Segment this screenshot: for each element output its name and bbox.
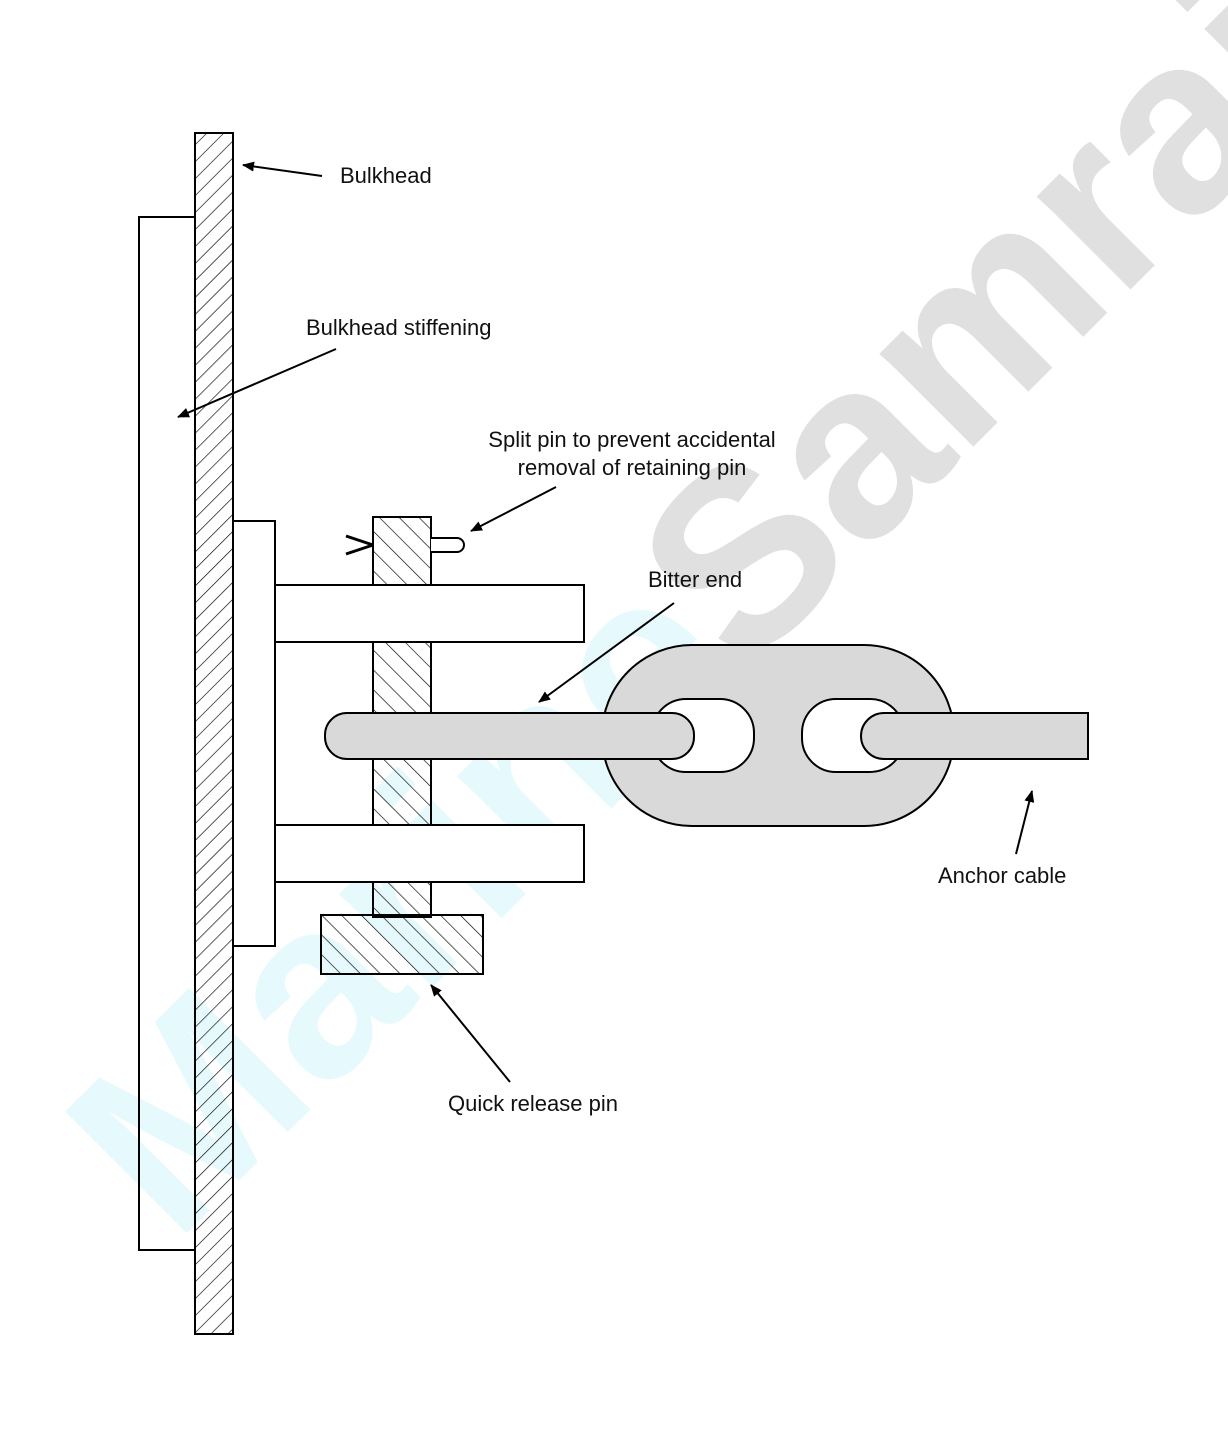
anchor-cable-bar xyxy=(860,712,1089,760)
label-split-pin-line2: removal of retaining pin xyxy=(518,455,747,480)
label-anchor-cable: Anchor cable xyxy=(938,863,1066,888)
bitter-end-bar xyxy=(324,712,695,760)
label-bulkhead-stiffening: Bulkhead stiffening xyxy=(306,315,492,340)
label-bitter-end: Bitter end xyxy=(648,567,742,592)
bulkhead-arrow xyxy=(242,161,323,177)
split-pin xyxy=(345,534,465,556)
label-split-pin-line1: Split pin to prevent accidental xyxy=(488,427,775,452)
anchor-cable-arrow xyxy=(1015,790,1035,855)
bulkhead-stiffening-arrow xyxy=(177,348,337,418)
quick-release-pin-head xyxy=(320,914,484,975)
upper-bracket xyxy=(274,584,585,643)
lower-bracket xyxy=(274,824,585,883)
mounting-plate xyxy=(232,520,276,947)
bulkhead-plate xyxy=(194,132,234,1335)
bitter-end-arrow xyxy=(538,602,675,703)
split-pin-arrow xyxy=(470,486,557,532)
label-bulkhead: Bulkhead xyxy=(340,163,432,188)
watermark-suffix: Samraj xyxy=(585,0,1228,713)
quick-release-pin-arrow xyxy=(430,984,511,1083)
label-quick-release-pin: Quick release pin xyxy=(448,1091,618,1116)
